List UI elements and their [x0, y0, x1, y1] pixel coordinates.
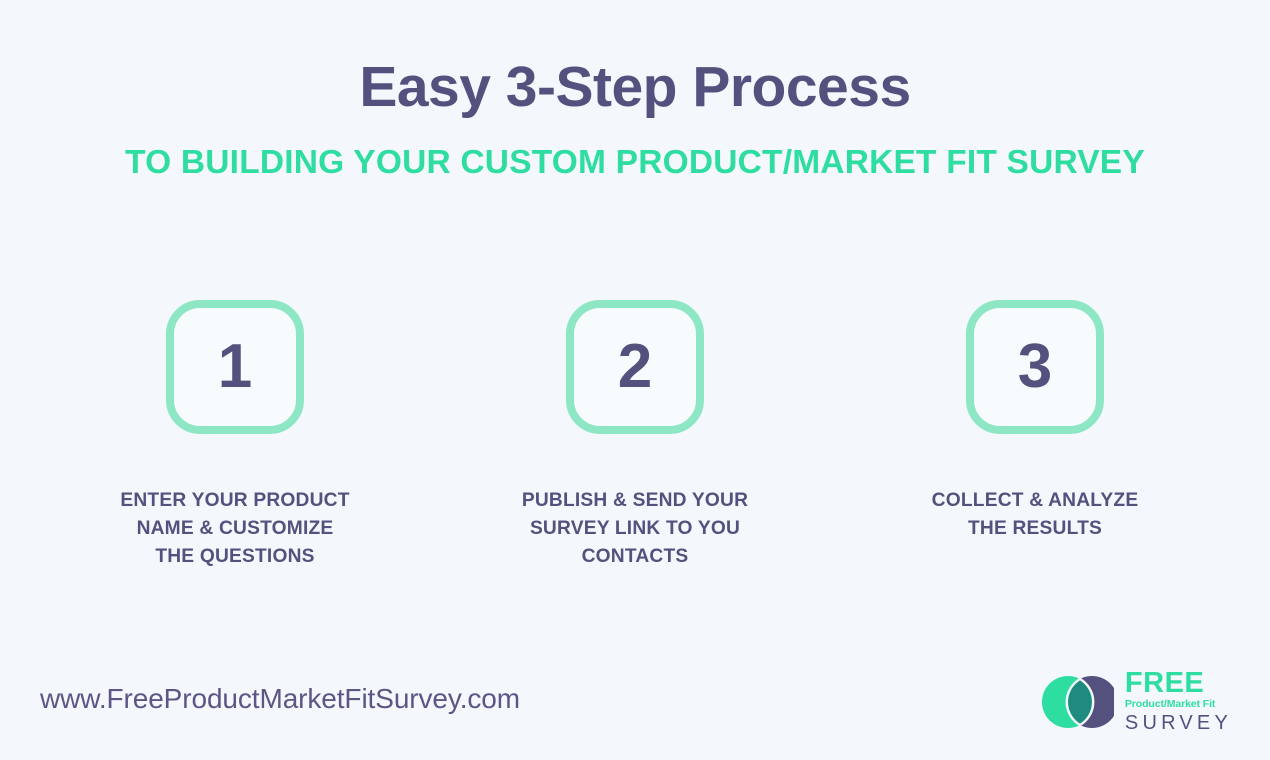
logo-line-free: FREE	[1124, 667, 1205, 699]
website-url[interactable]: www.FreeProductMarketFitSurvey.com	[40, 683, 520, 714]
step-label-1: ENTER YOUR PRODUCT NAME & CUSTOMIZE THE …	[120, 490, 350, 567]
step-number-box-1: 1	[166, 300, 304, 434]
heading-block: Easy 3-Step Process TO BUILDING YOUR CUS…	[0, 56, 1270, 182]
step-item-1: 1 ENTER YOUR PRODUCT NAME & CUSTOMIZE TH…	[35, 300, 435, 571]
step-number-box-3: 3	[966, 300, 1104, 434]
step-number-3: 3	[1017, 332, 1053, 401]
logo-line-tagline: Product/Market Fit	[1124, 697, 1216, 710]
brand-logo[interactable]: FREE Product/Market Fit SURVEY	[1041, 667, 1232, 735]
step-number-1: 1	[217, 332, 253, 401]
step-label-3: COLLECT & ANALYZE THE RESULTS	[931, 490, 1139, 539]
steps-row: 1 ENTER YOUR PRODUCT NAME & CUSTOMIZE TH…	[0, 300, 1270, 571]
step-number-2: 2	[617, 332, 653, 401]
page-title: Easy 3-Step Process	[359, 55, 911, 119]
page-subtitle: TO BUILDING YOUR CUSTOM PRODUCT/MARKET F…	[125, 143, 1145, 181]
step-item-3: 3 COLLECT & ANALYZE THE RESULTS	[835, 300, 1235, 543]
logo-line-survey: SURVEY	[1124, 711, 1232, 734]
two-overlapping-circles-icon	[1041, 674, 1118, 730]
brand-logo-text: FREE Product/Market Fit SURVEY	[1124, 667, 1232, 735]
step-label-2: PUBLISH & SEND YOUR SURVEY LINK TO YOU C…	[521, 490, 749, 567]
step-number-box-2: 2	[566, 300, 704, 434]
step-item-2: 2 PUBLISH & SEND YOUR SURVEY LINK TO YOU…	[435, 300, 835, 571]
